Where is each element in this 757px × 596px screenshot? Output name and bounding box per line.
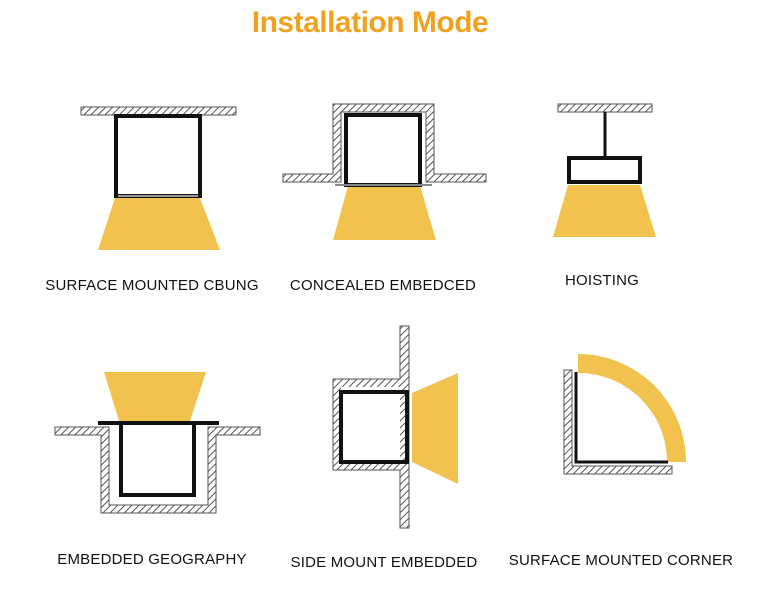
light-beam [412,373,458,484]
caption-hoisting: HOISTING [564,272,640,289]
caption-surface-mounted-corner: SURFACE MOUNTED CORNER [508,552,734,569]
side-mount-embedded-diagram [332,325,458,529]
hoisting-diagram [553,103,656,237]
light-beam [98,198,220,250]
surface-mounted-ceiling-diagram [80,106,237,250]
light-beam [578,354,686,462]
light-beam [104,372,206,421]
light-beam [333,186,436,240]
caption-surface-mounted-ceiling: SURFACE MOUNTED CBUNG [45,277,259,294]
concealed-embedded-diagram [282,103,487,240]
surface-mounted-corner-diagram [563,354,686,475]
light-beam [553,185,656,237]
caption-concealed-embedded: CONCEALED EMBEDCED [289,277,477,294]
caption-side-mount-embedded: SIDE MOUNT EMBEDDED [290,554,478,571]
page-title: Installation Mode [251,6,489,39]
embedded-geography-diagram [54,372,261,514]
caption-embedded-geography: EMBEDDED GEOGRAPHY [57,551,247,568]
